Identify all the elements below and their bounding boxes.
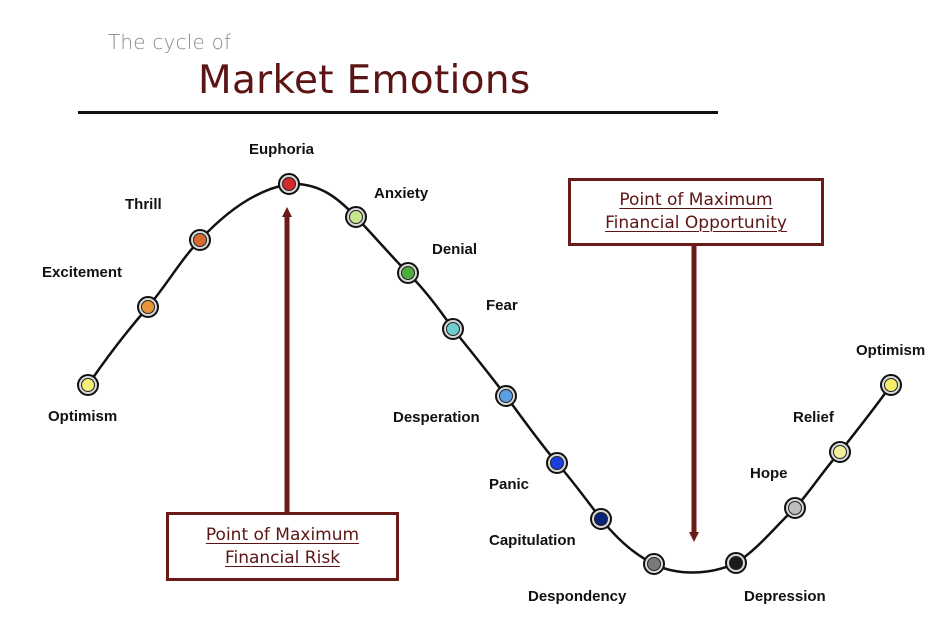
callout-maximum-opportunity: Point of Maximum Financial Opportunity — [568, 178, 824, 246]
stage-label-relief: Relief — [793, 409, 835, 426]
page-title: Market Emotions — [198, 58, 531, 103]
callout-maximum-risk: Point of Maximum Financial Risk — [166, 512, 399, 581]
stage-marker-capitulation — [594, 512, 608, 526]
subtitle: The cycle of — [108, 30, 232, 54]
stage-marker-anxiety — [349, 210, 363, 224]
callout-risk-line2: Financial Risk — [224, 547, 341, 568]
stage-label-optimism-end: Optimism — [856, 342, 925, 359]
stage-marker-thrill — [193, 233, 207, 247]
stage-marker-despondency — [647, 557, 661, 571]
stage-marker-hope — [788, 501, 802, 515]
stage-marker-denial — [401, 266, 415, 280]
stage-marker-depression — [729, 556, 743, 570]
stage-label-despondency: Despondency — [528, 588, 627, 605]
stage-marker-euphoria — [282, 177, 296, 191]
stage-label-desperation: Desperation — [393, 409, 480, 426]
stage-marker-optimism-end — [884, 378, 898, 392]
stage-marker-panic — [550, 456, 564, 470]
callout-opportunity-line1: Point of Maximum — [619, 190, 773, 210]
stage-label-capitulation: Capitulation — [489, 532, 576, 549]
stage-label-euphoria: Euphoria — [249, 141, 315, 158]
stage-marker-excitement — [141, 300, 155, 314]
stage-markers — [77, 173, 902, 575]
callout-opportunity-line2: Financial Opportunity — [605, 213, 787, 233]
stage-marker-desperation — [499, 389, 513, 403]
callout-risk-line1: Point of Maximum — [205, 524, 360, 545]
stage-label-thrill: Thrill — [125, 196, 162, 213]
stage-label-anxiety: Anxiety — [374, 185, 429, 202]
stage-label-denial: Denial — [432, 241, 477, 258]
stage-marker-fear — [446, 322, 460, 336]
title-underline — [78, 111, 718, 114]
stage-label-optimism-start: Optimism — [48, 408, 117, 425]
stage-label-fear: Fear — [486, 297, 518, 314]
stage-label-panic: Panic — [489, 476, 529, 493]
stage-label-hope: Hope — [750, 465, 788, 482]
stage-label-depression: Depression — [744, 588, 826, 605]
stage-marker-relief — [833, 445, 847, 459]
stage-marker-optimism-start — [81, 378, 95, 392]
stage-label-excitement: Excitement — [42, 264, 122, 281]
